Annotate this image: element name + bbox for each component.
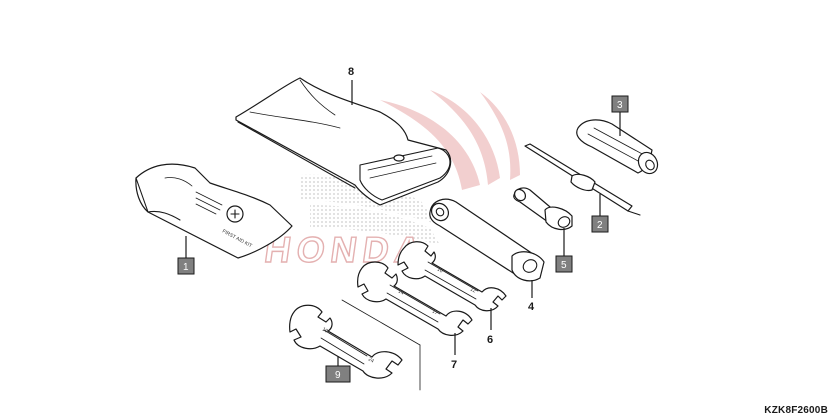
callout-box-1 (177, 257, 195, 275)
reference-line (341, 299, 421, 346)
first-aid-kit: FIRST AID KIT (135, 163, 293, 259)
callout-2: 2 (597, 220, 603, 231)
callout-1: 1 (183, 262, 189, 273)
callouts: 8 1 3 2 5 4 6 7 9 (177, 66, 629, 383)
callout-8: 8 (348, 66, 354, 78)
box-wrench-tube (429, 198, 545, 282)
callout-9: 9 (335, 370, 341, 381)
wrench-6: 10 12 (397, 241, 507, 312)
callout-5: 5 (561, 260, 567, 271)
wrench-7-mark-a: 14 (397, 289, 405, 297)
wrench-9-mark-b: 24 (367, 357, 375, 365)
callout-box-2 (591, 215, 609, 233)
screwdriver (524, 143, 641, 216)
callout-7: 7 (451, 359, 457, 371)
wrench-7: 14 17 (357, 261, 473, 336)
callout-box-9 (325, 365, 351, 383)
callout-box-5 (555, 255, 573, 273)
spark-plug-wrench (513, 187, 573, 231)
diagram-code: KZK8F2600B (764, 405, 828, 416)
screwdriver-grip (576, 119, 659, 175)
tool-pouch (235, 77, 452, 206)
wrench-9: 19 24 (289, 304, 403, 379)
callout-4: 4 (528, 301, 535, 313)
wrench-6-mark-a: 10 (436, 267, 444, 275)
wrench-7-mark-b: 17 (431, 309, 439, 317)
callout-6: 6 (487, 334, 493, 346)
wrench-6-mark-b: 12 (469, 287, 477, 295)
callout-3: 3 (617, 100, 623, 111)
wrench-9-mark-a: 19 (321, 327, 329, 335)
